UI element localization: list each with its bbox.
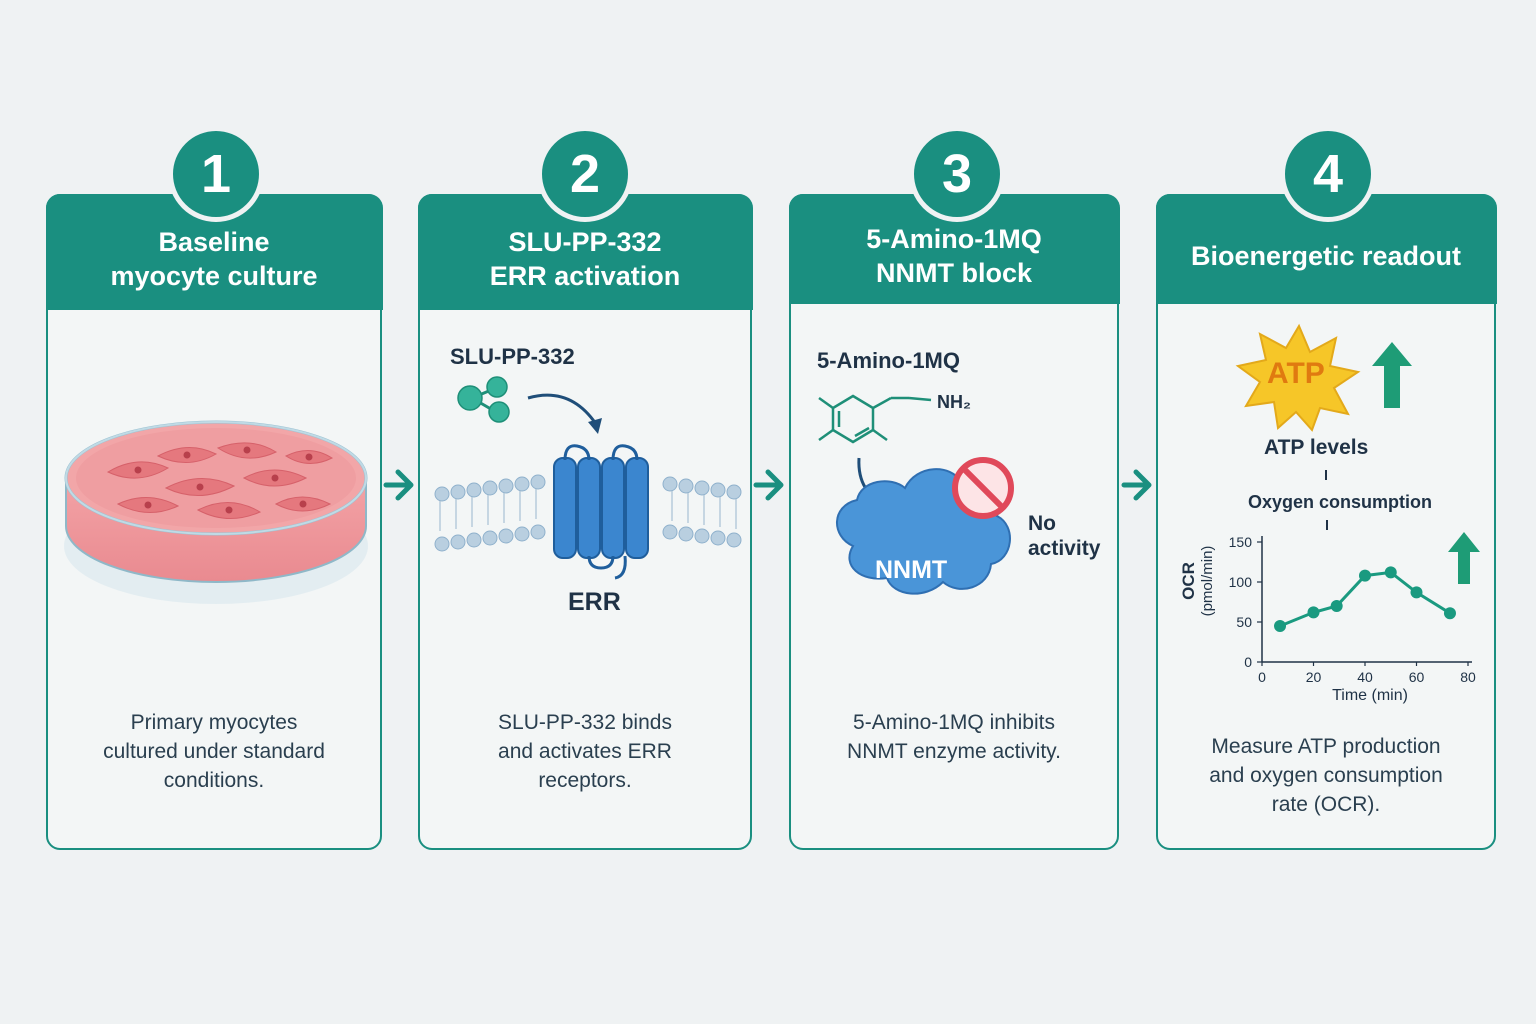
step-panel-4: Bioenergetic readout 4 ATP ATP levels Ox…	[1155, 126, 1497, 850]
err-receptor-label: ERR	[568, 588, 621, 616]
ocr-data-point	[1307, 606, 1320, 619]
step-1-caption-line-2: cultured under standard	[103, 740, 325, 763]
ocr-data-point	[1274, 620, 1287, 632]
no-activity-line-2: activity	[1028, 537, 1101, 560]
ocr-data-point	[1384, 566, 1397, 579]
err-membrane-illustration	[434, 376, 742, 580]
ocr-up-arrow-icon	[1448, 532, 1480, 584]
x-tick-label: 60	[1409, 669, 1425, 685]
chemical-structure-icon	[818, 394, 932, 444]
x-tick-label: 20	[1306, 669, 1322, 685]
step-2-title-line-1: SLU-PP-332	[508, 226, 662, 257]
step-2-caption-line-2: and activates ERR	[498, 740, 672, 763]
amino-compound-label: 5-Amino-1MQ	[817, 348, 960, 373]
step-1-title-line-2: myocyte culture	[110, 260, 318, 291]
x-tick-label: 80	[1460, 669, 1476, 685]
step-3-caption-line-1: 5-Amino-1MQ inhibits	[853, 711, 1055, 734]
nnmt-enzyme-label: NNMT	[875, 556, 948, 584]
y-tick-label: 100	[1229, 574, 1253, 590]
ocr-data-point	[1359, 569, 1371, 582]
no-activity-line-1: No	[1028, 512, 1056, 535]
step-2-badge: 2	[537, 126, 633, 222]
step-panel-1: Baseline myocyte culture 1	[45, 126, 383, 850]
step-1-caption-line-3: conditions.	[163, 769, 265, 792]
chart-axes	[1261, 536, 1472, 663]
ocr-data-point	[1330, 600, 1343, 612]
chart-y-axis-label-line-1: OCR	[1179, 562, 1198, 600]
ocr-data-point	[1410, 586, 1423, 599]
prohibited-icon	[952, 457, 1014, 519]
step-3-caption-line-2: NNMT enzyme activity.	[847, 740, 1061, 763]
amine-group-label: NH₂	[937, 392, 971, 412]
step-3-title-line-1: 5-Amino-1MQ	[866, 223, 1042, 254]
step-panel-3: 5-Amino-1MQ NNMT block 3 5-Amino-1MQ NH₂…	[788, 126, 1120, 850]
step-3-badge: 3	[909, 126, 1005, 222]
x-tick-label: 0	[1258, 669, 1266, 685]
ocr-data-point	[1443, 607, 1456, 620]
step-4-badge: 4	[1280, 126, 1376, 222]
molecule-icon	[457, 376, 510, 423]
atp-burst-icon	[1235, 323, 1361, 432]
nnmt-inhibition-illustration	[818, 394, 1014, 595]
chart-x-axis-label: Time (min)	[1332, 687, 1408, 704]
atp-badge-text: ATP	[1267, 357, 1325, 390]
step-1-caption-line-1: Primary myocytes	[130, 711, 298, 734]
binding-arrow-icon	[527, 393, 598, 425]
step-4-caption-line-3: rate (OCR).	[1271, 793, 1381, 816]
flow-arrow-2	[753, 469, 784, 501]
step-4-caption-line-1: Measure ATP production	[1211, 735, 1441, 758]
petri-dish-illustration	[64, 420, 368, 604]
step-2-caption: SLU-PP-332 binds and activates ERR recep…	[430, 708, 740, 795]
step-1-title-line-1: Baseline	[158, 226, 270, 257]
no-activity-label: No activity	[1028, 511, 1100, 561]
step-3-header: 5-Amino-1MQ NNMT block	[788, 193, 1120, 304]
chart-y-axis-label-line-2: (pmol/min)	[1199, 546, 1216, 617]
y-tick-label: 50	[1236, 614, 1252, 630]
slu-compound-label: SLU-PP-332	[450, 344, 575, 369]
step-panel-2: SLU-PP-332 ERR activation 2 SLU-PP-332	[417, 126, 753, 850]
step-3-title-line-2: NNMT block	[875, 257, 1032, 288]
atp-up-arrow-icon	[1372, 342, 1412, 408]
x-tick-label: 40	[1357, 669, 1373, 685]
step-1-caption: Primary myocytes cultured under standard…	[58, 708, 370, 795]
step-2-caption-line-1: SLU-PP-332 binds	[498, 711, 672, 734]
chart-ticks: 0 50 100 150 0 20 40 60 80	[1229, 534, 1476, 685]
step-2-caption-line-3: receptors.	[538, 769, 632, 792]
atp-levels-label: ATP levels	[1264, 436, 1369, 459]
y-tick-label: 150	[1229, 534, 1253, 550]
step-4-caption: Measure ATP production and oxygen consum…	[1168, 732, 1484, 819]
y-tick-label: 0	[1244, 654, 1252, 670]
flow-arrow-1	[383, 469, 414, 501]
chart-series	[1274, 566, 1456, 632]
step-1-badge: 1	[168, 126, 264, 222]
flow-arrow-3	[1121, 469, 1152, 501]
chart-title: Oxygen consumption	[1248, 492, 1432, 512]
step-2-title-line-2: ERR activation	[489, 260, 681, 291]
step-4-caption-line-2: and oxygen consumption	[1209, 764, 1443, 787]
step-3-caption: 5-Amino-1MQ inhibits NNMT enzyme activit…	[801, 708, 1107, 766]
connector-tick-1	[1325, 470, 1327, 480]
ocr-line-chart: Oxygen consumption 0 50 100 150 0 20 40 60 80 Ti…	[1179, 492, 1480, 704]
step-4-title-line-1: Bioenergetic readout	[1190, 240, 1462, 271]
